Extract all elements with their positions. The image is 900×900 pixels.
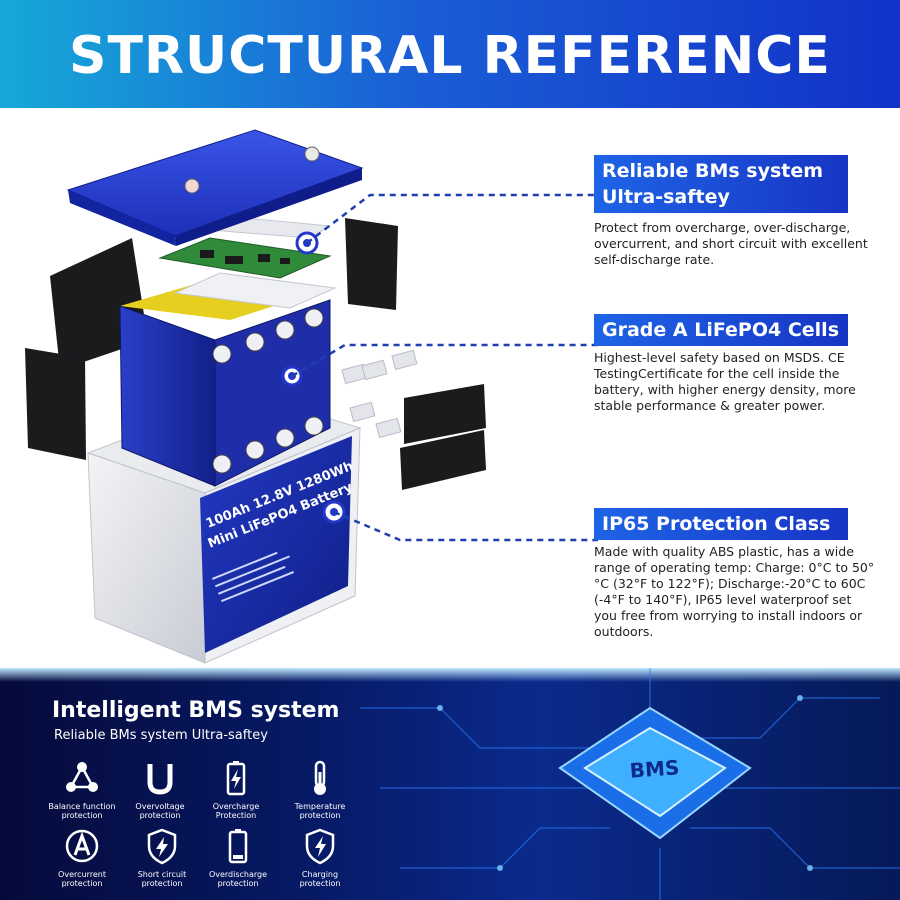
bms-chip-label: BMS	[629, 755, 680, 782]
thermometer-icon	[314, 760, 326, 795]
callout-ip65-description: Made with quality ABS plastic, has a wid…	[594, 544, 875, 639]
shield-bolt-icon	[147, 828, 177, 865]
battery-empty-icon	[228, 829, 248, 864]
feature-temperature: Temperature protection	[280, 758, 360, 820]
battery-lid	[66, 129, 364, 246]
battery-charge-icon	[226, 761, 246, 796]
feature-overcharge: Overcharge Protection	[196, 758, 276, 820]
callout-bms-title: Reliable BMs system Ultra-saftey	[594, 155, 848, 213]
bms-section-title: Intelligent BMS system	[52, 698, 340, 723]
voltage-u-icon	[147, 764, 173, 795]
ampere-icon	[65, 829, 99, 863]
callout-cells-title: Grade A LiFePO4 Cells	[594, 314, 848, 346]
feature-short-circuit: Short circuit protection	[122, 826, 202, 888]
feature-charging: Charging protection	[280, 826, 360, 888]
shield-charge-icon	[305, 828, 335, 865]
busbars	[341, 349, 418, 439]
bms-feature-section: BMS Intelligent BMS system Reliable BMs …	[0, 668, 900, 900]
bms-chip-graphic: BMS	[360, 668, 900, 900]
callout-cells-description: Highest-level safety based on MSDS. CE T…	[594, 350, 856, 413]
battery-exploded-illustration: 100Ah 12.8V 1280Wh Mini LiFePO4 Battery	[25, 129, 486, 664]
feature-balance: Balance function protection	[42, 758, 122, 820]
feature-overdischarge: Overdischarge protection	[198, 826, 278, 888]
bms-section-subtitle: Reliable BMs system Ultra-saftey	[54, 728, 268, 743]
header-banner: STRUCTURAL REFERENCE	[0, 0, 900, 108]
page-title: STRUCTURAL REFERENCE	[69, 26, 831, 86]
balance-icon	[66, 762, 98, 792]
feature-overvoltage: Overvoltage protection	[120, 758, 200, 820]
feature-overcurrent: Overcurrent protection	[42, 826, 122, 888]
callout-ip65-title: IP65 Protection Class	[594, 508, 848, 540]
callout-bms-description: Protect from overcharge, over-discharge,…	[594, 220, 868, 267]
